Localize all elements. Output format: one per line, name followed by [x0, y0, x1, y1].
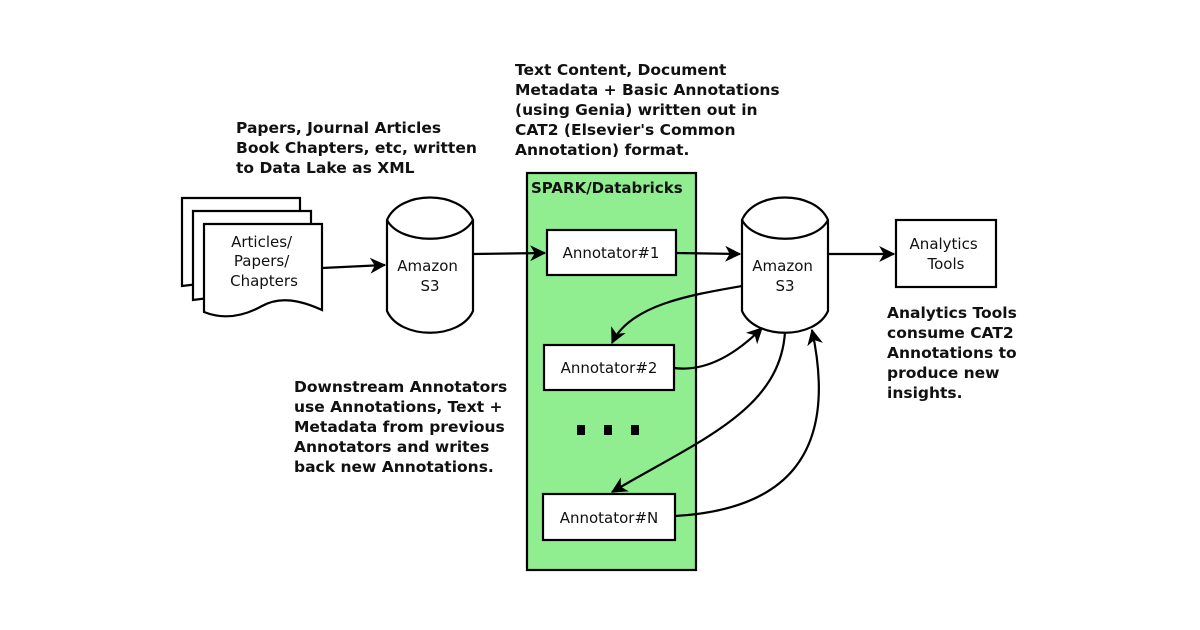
spark-title: SPARK/Databricks: [531, 179, 683, 197]
ellipsis-dot: [577, 425, 585, 435]
s3-output-node[interactable]: Amazon S3: [740, 196, 830, 334]
document-stack-icon: Articles/ Papers/ Chapters: [180, 196, 324, 318]
annotator-2-node[interactable]: Annotator#2: [542, 343, 676, 392]
edge-s3-to-annotator2: [611, 284, 743, 345]
s3-input-label: Amazon S3: [397, 257, 462, 295]
s3-output-label: Amazon S3: [752, 257, 817, 295]
edge-annotatorN-to-s3: [674, 328, 823, 518]
annotator-1-label: Annotator#1: [563, 244, 660, 262]
analytics-tools-node[interactable]: Analytics Tools: [894, 218, 998, 289]
annotator-1-node[interactable]: Annotator#1: [545, 228, 678, 277]
ellipsis-dot: [631, 425, 639, 435]
ellipsis-node: [577, 425, 639, 435]
downstream-note: Downstream Annotators use Annotations, T…: [294, 378, 513, 476]
analytics-tools-label: Analytics Tools: [910, 235, 983, 273]
annotator-2-label: Annotator#2: [561, 359, 658, 377]
edge-s3-to-annotatorN: [611, 331, 787, 493]
edge-s3-to-annotator1: [472, 245, 547, 262]
annotator-n-label: Annotator#N: [560, 509, 659, 527]
edge-annotator1-to-s3: [675, 245, 742, 262]
s3-input-node[interactable]: Amazon S3: [385, 196, 475, 334]
database-cylinder-icon: [385, 196, 475, 334]
annotator-n-node[interactable]: Annotator#N: [541, 492, 677, 542]
analytics-note: Analytics Tools consume CAT2 Annotations…: [887, 304, 1022, 402]
documents-label: Articles/ Papers/ Chapters: [230, 233, 298, 290]
input-note: Papers, Journal Articles Book Chapters, …: [236, 119, 482, 177]
edge-documents-to-s3: [321, 257, 387, 274]
ellipsis-dot: [604, 425, 612, 435]
edge-annotator2-to-s3: [673, 327, 763, 370]
cat2-note: Text Content, Document Metadata + Basic …: [515, 61, 785, 159]
